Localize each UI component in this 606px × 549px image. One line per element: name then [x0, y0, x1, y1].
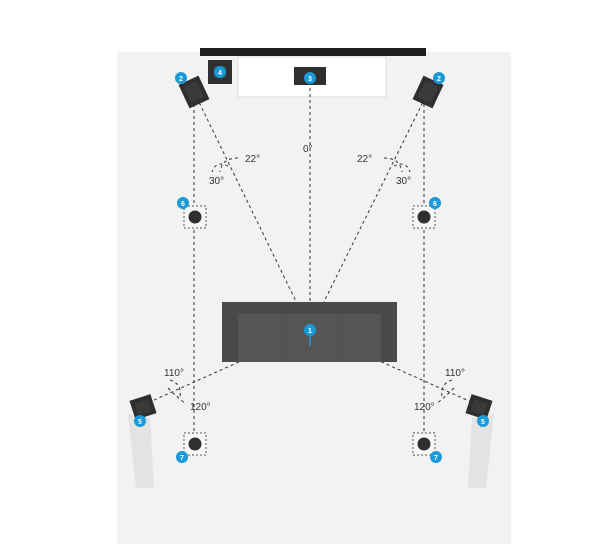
badge-rear-right-label: 7 — [434, 455, 438, 462]
badge-surround-left: 5 — [134, 415, 146, 427]
guide-lines — [142, 82, 479, 443]
angle-label-surround-left-outer: 120° — [190, 402, 211, 413]
badge-subwoofer: 4 — [214, 66, 226, 78]
badge-side-right-label: 6 — [433, 201, 437, 208]
badge-surround-right: 5 — [477, 415, 489, 427]
surround-right-speaker — [465, 394, 494, 488]
angle-label-surround-right-outer: 120° — [414, 402, 435, 413]
badge-front-left: 2 — [175, 72, 187, 84]
side-left-speaker — [183, 205, 207, 229]
room-floor — [117, 52, 511, 544]
angle-label-front-right-inner: 22° — [357, 154, 372, 165]
badge-rear-right: 7 — [430, 451, 442, 463]
angle-label-front-right-outer: 30° — [396, 176, 411, 187]
badge-front-right-label: 2 — [437, 76, 441, 83]
badge-side-right: 6 — [429, 197, 441, 209]
badge-center-label: 3 — [308, 76, 312, 83]
badge-side-left-label: 6 — [181, 201, 185, 208]
front-left-speaker — [178, 75, 210, 109]
side-right-speaker — [412, 205, 436, 229]
angle-label-surround-right-inner: 110° — [445, 368, 465, 379]
rear-right-speaker — [412, 432, 436, 456]
badge-subwoofer-label: 4 — [218, 70, 222, 77]
front-right-speaker — [412, 75, 444, 109]
badge-listener: 1 — [304, 324, 316, 336]
badge-front-left-label: 2 — [179, 76, 183, 83]
badge-surround-right-label: 5 — [481, 419, 485, 426]
rear-left-speaker — [183, 432, 207, 456]
badge-side-left: 6 — [177, 197, 189, 209]
badge-front-right: 2 — [433, 72, 445, 84]
badge-center: 3 — [304, 72, 316, 84]
badge-listener-label: 1 — [308, 328, 312, 335]
badge-rear-left: 7 — [176, 451, 188, 463]
badge-surround-left-label: 5 — [138, 419, 142, 426]
tv-bar — [200, 48, 426, 56]
angle-label-front-left-outer: 30° — [209, 176, 224, 187]
angle-label-center: 0° — [303, 144, 313, 155]
angle-label-surround-left-inner: 110° — [164, 368, 184, 379]
angle-label-front-left-inner: 22° — [245, 154, 260, 165]
badge-rear-left-label: 7 — [180, 455, 184, 462]
surround-left-speaker — [128, 394, 157, 488]
